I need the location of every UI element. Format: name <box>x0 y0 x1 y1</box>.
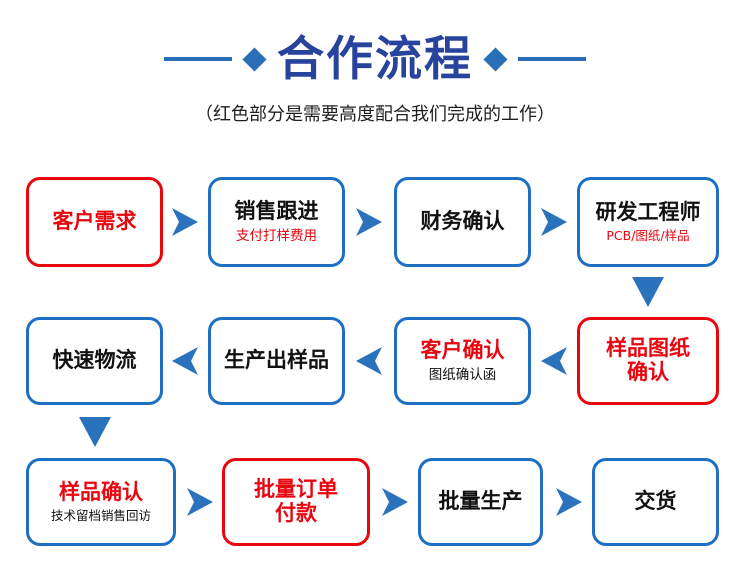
arrow-right-5-icon <box>378 485 412 519</box>
node-sample-confirmation[interactable]: 样品确认 技术留档销售回访 <box>26 458 176 546</box>
node-title: 批量订单付款 <box>254 477 338 525</box>
page-subtitle: （红色部分是需要高度配合我们完成的工作） <box>195 104 555 125</box>
arrow-right-2-icon <box>352 205 386 239</box>
node-subtitle: 支付打样费用 <box>236 227 317 244</box>
node-bulk-order-payment[interactable]: 批量订单付款 <box>222 458 370 546</box>
left-diamond-icon <box>242 46 267 72</box>
node-subtitle: 技术留档销售回访 <box>50 508 151 524</box>
arrow-right-4-icon <box>183 485 217 519</box>
node-title: 销售跟进 <box>234 199 319 224</box>
node-finance-confirmation[interactable]: 财务确认 <box>394 177 531 267</box>
node-fast-logistics[interactable]: 快速物流 <box>26 317 163 405</box>
right-rule-icon <box>518 57 586 61</box>
arrow-down-2-icon <box>76 414 114 450</box>
arrow-down-1-icon <box>629 274 667 310</box>
right-diamond-icon <box>483 46 508 72</box>
node-customer-confirmation[interactable]: 客户确认 图纸确认函 <box>394 317 531 405</box>
node-sample-production[interactable]: 生产出样品 <box>208 317 345 405</box>
arrow-right-1-icon <box>168 205 202 239</box>
node-title: 财务确认 <box>420 209 505 234</box>
node-title: 客户确认 <box>420 338 505 363</box>
node-subtitle: PCB/图纸/样品 <box>606 228 690 244</box>
node-title: 样品图纸确认 <box>606 336 690 384</box>
arrow-left-1-icon <box>168 344 202 378</box>
node-title: 批量生产 <box>438 489 523 514</box>
node-title: 样品确认 <box>59 479 143 504</box>
node-rnd-engineer[interactable]: 研发工程师 PCB/图纸/样品 <box>577 177 719 267</box>
node-title: 交货 <box>634 489 677 514</box>
node-sales-followup[interactable]: 销售跟进 支付打样费用 <box>208 177 345 267</box>
node-delivery[interactable]: 交货 <box>592 458 719 546</box>
node-title: 快速物流 <box>52 348 137 373</box>
arrow-left-2-icon <box>352 344 386 378</box>
left-rule-icon <box>164 57 232 61</box>
node-title: 客户需求 <box>52 209 137 234</box>
page-title: 合作流程 <box>277 31 473 87</box>
arrow-left-3-icon <box>537 344 571 378</box>
node-bulk-production[interactable]: 批量生产 <box>418 458 543 546</box>
arrow-right-6-icon <box>552 485 586 519</box>
node-title: 生产出样品 <box>224 348 329 373</box>
page-header: 合作流程 （红色部分是需要高度配合我们完成的工作） <box>0 0 750 150</box>
arrow-right-3-icon <box>537 205 571 239</box>
node-sample-drawing-confirmation[interactable]: 样品图纸确认 <box>577 317 719 405</box>
node-subtitle: 图纸确认函 <box>428 366 497 383</box>
node-customer-requirement[interactable]: 客户需求 <box>26 177 163 267</box>
node-title: 研发工程师 <box>595 199 701 224</box>
title-row: 合作流程 <box>0 28 750 90</box>
